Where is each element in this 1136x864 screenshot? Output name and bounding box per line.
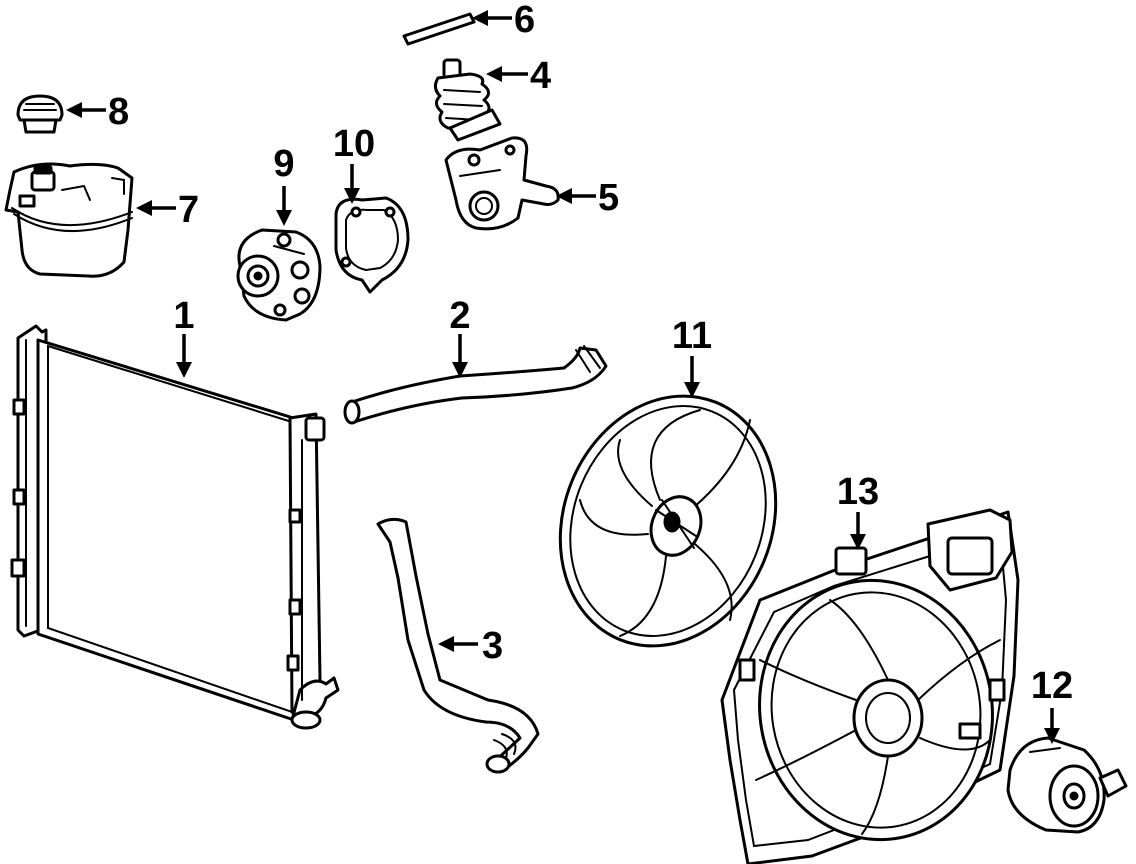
callout-number: 1 xyxy=(173,295,194,337)
callout-12: 12 xyxy=(1031,665,1073,744)
callout-2: 2 xyxy=(449,295,471,378)
thermostat-housing-part xyxy=(444,136,560,231)
callout-4: 4 xyxy=(486,55,551,97)
fan-shroud-part xyxy=(720,508,1020,864)
callout-5: 5 xyxy=(556,177,619,219)
clamp-rod-part xyxy=(402,12,476,46)
callout-6: 6 xyxy=(472,0,535,41)
radiator-part xyxy=(10,324,340,730)
callout-number: 13 xyxy=(837,471,879,513)
callout-number: 11 xyxy=(672,315,712,357)
callout-number: 3 xyxy=(482,625,503,667)
callout-number: 7 xyxy=(178,189,199,231)
lower-hose-part xyxy=(376,517,540,774)
coolant-reservoir-part xyxy=(4,162,134,278)
callout-number: 2 xyxy=(449,295,470,337)
water-pump-part xyxy=(236,228,322,322)
callout-11: 11 xyxy=(672,315,712,398)
callout-1: 1 xyxy=(173,295,195,378)
thermostat-part xyxy=(433,58,502,142)
pressure-cap-part xyxy=(16,94,64,134)
callout-13: 13 xyxy=(837,471,879,550)
upper-hose-part xyxy=(343,345,608,425)
callout-number: 9 xyxy=(273,143,294,185)
callout-number: 8 xyxy=(108,91,129,133)
callout-number: 10 xyxy=(333,123,375,165)
fan-motor-part xyxy=(1006,736,1128,834)
pump-gasket-part xyxy=(334,196,410,294)
cooling-fan-part xyxy=(558,394,778,648)
callout-7: 7 xyxy=(136,189,199,231)
callout-10: 10 xyxy=(333,123,375,204)
callout-number: 6 xyxy=(514,0,535,41)
callout-number: 4 xyxy=(530,55,551,97)
callout-number: 12 xyxy=(1031,665,1073,707)
callout-3: 3 xyxy=(438,625,503,667)
callout-9: 9 xyxy=(273,143,295,226)
callout-number: 5 xyxy=(598,177,619,219)
callout-8: 8 xyxy=(66,91,129,133)
